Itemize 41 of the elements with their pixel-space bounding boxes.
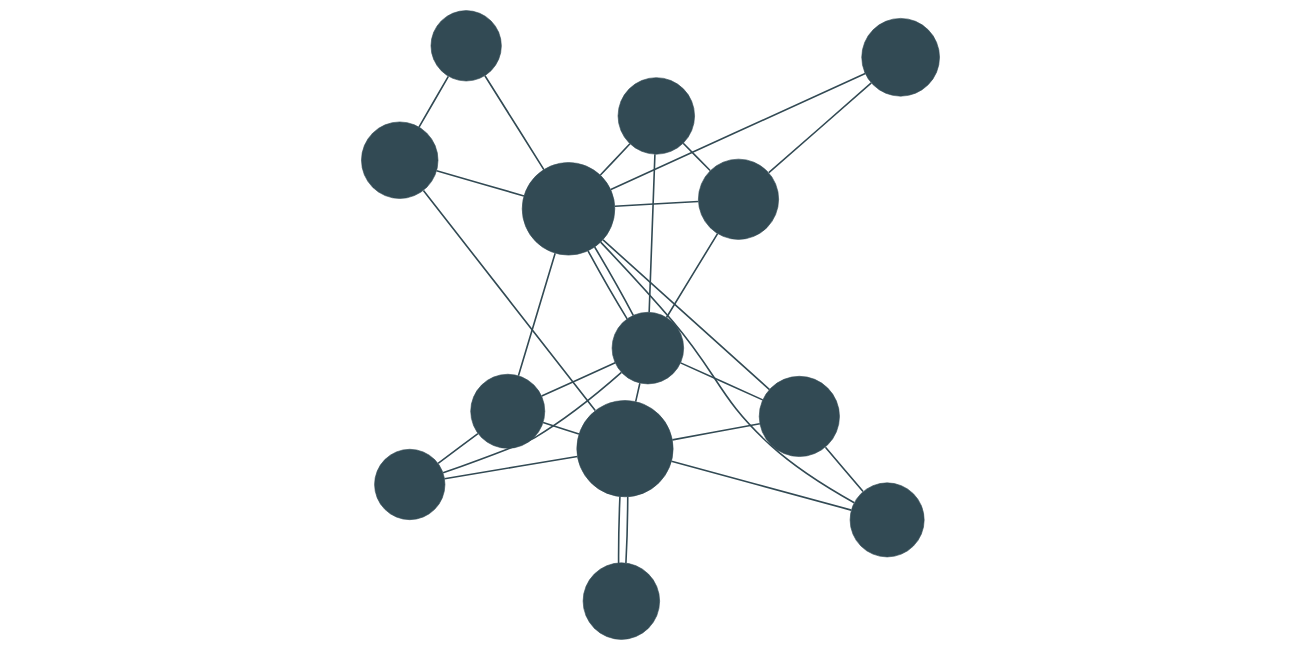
connector: [541, 421, 580, 435]
node-circle: [469, 373, 545, 449]
connector: [540, 362, 616, 397]
connector: [517, 252, 556, 377]
connector: [422, 189, 596, 412]
connector: [679, 362, 763, 401]
node-circle: [611, 312, 684, 385]
connector: [609, 72, 866, 191]
connector: [599, 241, 855, 504]
node-circle: [360, 121, 438, 199]
connector: [593, 246, 634, 317]
node-circle: [576, 400, 673, 498]
connector: [665, 232, 718, 319]
node-circle: [849, 482, 924, 558]
connector: [443, 455, 578, 480]
node-circle: [521, 162, 615, 256]
connector: [647, 153, 656, 313]
connector: [441, 371, 622, 474]
connector: [613, 200, 699, 207]
connector: [586, 250, 628, 320]
connector: [671, 422, 761, 441]
node-circle: [430, 10, 502, 82]
connector: [417, 75, 449, 128]
connector: [599, 143, 631, 176]
node-circle: [373, 449, 445, 520]
connector: [634, 382, 641, 403]
connector: [767, 82, 872, 174]
connector: [624, 495, 629, 564]
connector: [681, 142, 711, 172]
connector: [435, 170, 525, 197]
node-circle: [697, 158, 779, 240]
node-circle: [860, 18, 940, 97]
connector: [824, 446, 864, 493]
connector: [670, 460, 852, 511]
connector: [617, 495, 621, 564]
node-circle: [582, 562, 660, 640]
node-circle: [758, 376, 840, 457]
connector: [601, 239, 770, 391]
node-circle: [617, 77, 695, 155]
connector: [483, 74, 545, 171]
connector: [436, 432, 479, 465]
